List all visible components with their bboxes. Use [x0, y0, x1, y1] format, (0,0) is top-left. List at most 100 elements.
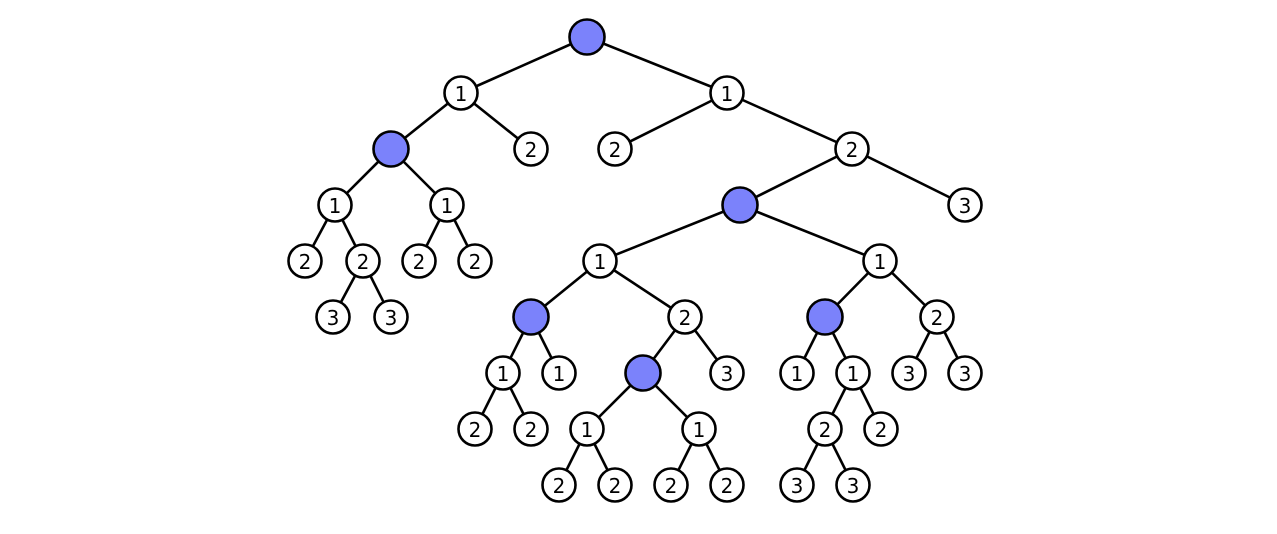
edge [614, 91, 728, 151]
tree-node: 2 [667, 299, 703, 335]
edge [739, 203, 881, 263]
node-circle [862, 243, 898, 279]
tree-node: 3 [947, 355, 983, 391]
node-label: 2 [525, 418, 538, 442]
node-circle [597, 467, 633, 503]
marked-node [806, 298, 844, 336]
node-label: 2 [819, 418, 832, 442]
node-label: 2 [553, 474, 566, 498]
tree-node: 2 [597, 467, 633, 503]
node-label: 3 [327, 306, 340, 330]
marked-node [512, 298, 550, 336]
tree-node: 2 [457, 411, 493, 447]
tree-node: 3 [779, 467, 815, 503]
node-label: 2 [609, 138, 622, 162]
tree-node: 3 [315, 299, 351, 335]
tree-node: 1 [443, 75, 479, 111]
node-label: 2 [931, 306, 944, 330]
node-circle [863, 411, 899, 447]
node-circle [513, 411, 549, 447]
edge [599, 203, 741, 263]
node-label: 3 [847, 474, 860, 498]
edge [739, 147, 853, 207]
tree-node: 1 [429, 187, 465, 223]
node-label: 2 [357, 250, 370, 274]
node-label: 1 [874, 250, 887, 274]
node-label: 3 [903, 362, 916, 386]
tree-node: 1 [835, 355, 871, 391]
node-circle [807, 411, 843, 447]
tree-node: 3 [947, 187, 983, 223]
node-circle [653, 467, 689, 503]
node-circle [667, 299, 703, 335]
marked-node [372, 130, 410, 168]
node-label: 2 [679, 306, 692, 330]
node-circle [485, 355, 521, 391]
node-label: 2 [665, 474, 678, 498]
node-label: 1 [329, 194, 342, 218]
node-circle [541, 467, 577, 503]
edge [851, 147, 966, 207]
node-label: 1 [693, 418, 706, 442]
node-label: 2 [525, 138, 538, 162]
node-label: 1 [791, 362, 804, 386]
node-circle [919, 299, 955, 335]
tree-node: 2 [597, 131, 633, 167]
node-circle [721, 186, 759, 224]
tree-node: 1 [485, 355, 521, 391]
node-circle [429, 187, 465, 223]
tree-node: 3 [835, 467, 871, 503]
tree-node: 2 [709, 467, 745, 503]
node-label: 1 [455, 82, 468, 106]
tree-node: 2 [287, 243, 323, 279]
node-label: 2 [721, 474, 734, 498]
node-label: 3 [959, 194, 972, 218]
node-label: 2 [609, 474, 622, 498]
node-circle [345, 243, 381, 279]
tree-node: 2 [653, 467, 689, 503]
tree-node: 1 [779, 355, 815, 391]
tree-node: 1 [541, 355, 577, 391]
tree-node: 1 [709, 75, 745, 111]
tree-node: 1 [681, 411, 717, 447]
node-circle [541, 355, 577, 391]
node-label: 2 [413, 250, 426, 274]
node-label: 2 [469, 250, 482, 274]
node-circle [457, 243, 493, 279]
node-label: 3 [721, 362, 734, 386]
node-label: 1 [553, 362, 566, 386]
tree-node: 2 [401, 243, 437, 279]
node-label: 3 [385, 306, 398, 330]
node-circle [624, 354, 662, 392]
node-circle [401, 243, 437, 279]
node-label: 2 [875, 418, 888, 442]
tree-node: 2 [541, 467, 577, 503]
node-circle [512, 298, 550, 336]
node-circle [315, 299, 351, 335]
node-circle [568, 18, 606, 56]
node-circle [806, 298, 844, 336]
node-label: 3 [791, 474, 804, 498]
tree-node: 3 [373, 299, 409, 335]
node-label: 3 [959, 362, 972, 386]
node-circle [373, 299, 409, 335]
node-circle [372, 130, 410, 168]
tree-node: 3 [891, 355, 927, 391]
marked-node [721, 186, 759, 224]
tree-node: 2 [513, 411, 549, 447]
tree-node: 2 [863, 411, 899, 447]
tree-node: 1 [862, 243, 898, 279]
node-circle [779, 355, 815, 391]
node-label: 1 [721, 82, 734, 106]
tree-node: 2 [457, 243, 493, 279]
node-circle [709, 467, 745, 503]
node-circle [317, 187, 353, 223]
node-circle [709, 75, 745, 111]
tree-node: 2 [513, 131, 549, 167]
node-circle [779, 467, 815, 503]
edge [726, 91, 853, 151]
node-circle [443, 75, 479, 111]
node-circle [834, 131, 870, 167]
node-circle [835, 467, 871, 503]
